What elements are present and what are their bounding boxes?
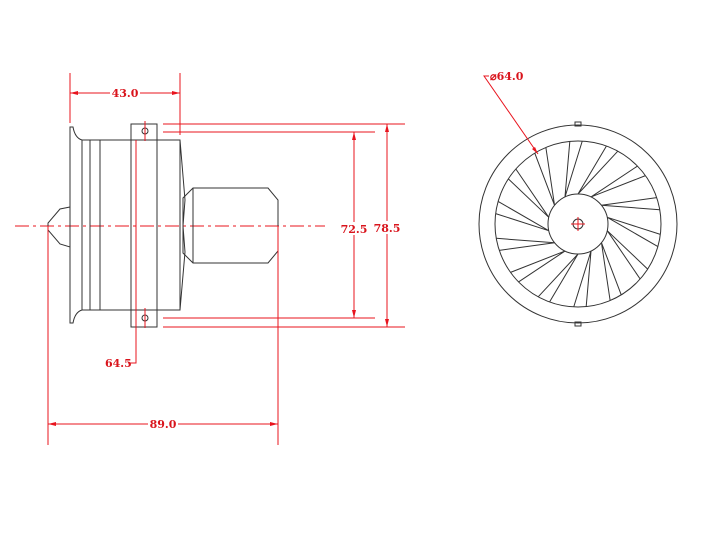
side-view: 43.0 72.5 78.5 64.5 89.0 [15,73,405,445]
bottom-tab [574,321,582,327]
fan-blade [564,140,583,198]
dim-78-5-label: 78.5 [374,222,401,235]
fan-blade [537,253,579,303]
fan-blades [495,140,661,308]
fan-diameter-label: ⌀64.0 [490,70,524,83]
fan-blade [577,145,619,195]
dim-89-label: 89.0 [150,418,177,431]
dim-43-label: 43.0 [112,87,139,100]
inner-ring [494,140,662,308]
fan-blade [495,200,550,232]
dim-72-5-label: 72.5 [341,223,368,236]
leader-line [128,310,137,364]
top-tab [574,121,582,127]
fan-blade [601,197,660,211]
fan-blade [496,237,555,251]
fan-blade [606,216,661,248]
center-cross [571,217,585,231]
dim-64-5-label: 64.5 [105,357,132,370]
nose-cone [47,206,71,248]
mount-flange [130,123,158,328]
diameter-leader [483,75,539,155]
hub [547,193,609,255]
fan-blade [534,147,556,206]
outer-ring [478,124,678,324]
fan-blade [606,230,649,280]
fan-blade [590,165,646,198]
arrowhead [532,147,538,154]
front-view: ⌀64.0 [478,70,678,327]
fan-blade [510,250,566,283]
fan-blade [507,168,550,218]
fan-blade [600,242,622,301]
inlet-lip [69,126,83,324]
fan-blade [573,250,592,308]
